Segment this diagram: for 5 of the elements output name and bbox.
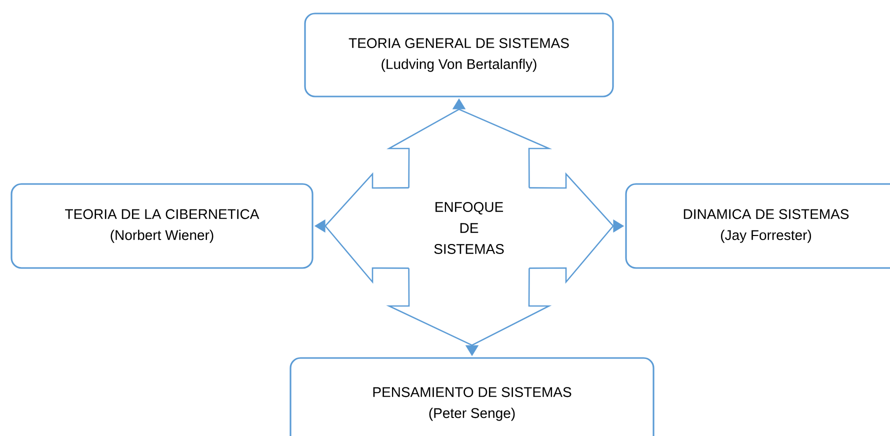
- rounded-box: DINAMICA DE SISTEMAS (Jay Forrester): [625, 183, 890, 269]
- rounded-box: PENSAMIENTO DE SISTEMAS (Peter Senge): [290, 357, 654, 436]
- rounded-box: TEORIA GENERAL DE SISTEMAS (Ludving Von Bertalanfly): [304, 12, 614, 98]
- rounded-box: TEORIA DE LA CIBERNETICA (Norbert Wiener): [10, 183, 314, 269]
- center-label: ENFOQUE DE SISTEMAS: [434, 202, 504, 254]
